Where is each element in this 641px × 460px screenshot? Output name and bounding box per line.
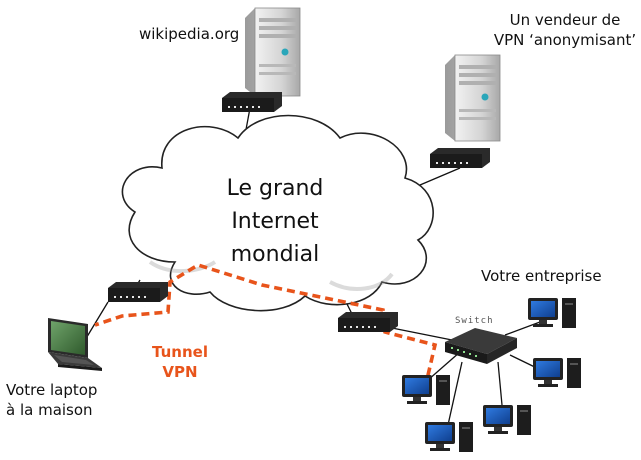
router-icon bbox=[338, 312, 398, 332]
switch-icon bbox=[445, 328, 517, 364]
vpn-vendor-label-line1: Un vendeur de bbox=[509, 11, 621, 29]
wikipedia-label: wikipedia.org bbox=[139, 25, 240, 43]
desktop-computer-icon bbox=[533, 358, 581, 388]
laptop-label: Votre laptop à la maison bbox=[6, 380, 97, 420]
router-icon bbox=[108, 282, 168, 302]
laptop-label-line1: Votre laptop bbox=[6, 381, 98, 399]
vpn-vendor-label-line2: VPN ‘anonymisant’ bbox=[493, 31, 637, 49]
switch-label: Switch bbox=[455, 316, 494, 326]
internet-cloud bbox=[121, 114, 434, 312]
cloud-label-line3: mondial bbox=[230, 242, 320, 267]
laptop-icon bbox=[48, 318, 102, 371]
vpn-tunnel-label: Tunnel VPN bbox=[140, 342, 220, 382]
server-icon bbox=[445, 54, 501, 142]
desktop-computer-icon bbox=[483, 405, 531, 435]
cloud-label-line1: Le grand bbox=[226, 176, 324, 201]
cloud-label-line2: Internet bbox=[231, 209, 319, 234]
laptop-label-line2: à la maison bbox=[6, 401, 93, 419]
vpn-tunnel-label-line1: Tunnel bbox=[152, 343, 208, 361]
vpn-tunnel-path bbox=[94, 263, 438, 389]
desktop-computer-icon bbox=[402, 375, 450, 405]
vpn-tunnel-label-line2: VPN bbox=[162, 363, 198, 381]
router-icon bbox=[430, 148, 490, 168]
vpn-vendor-label: Un vendeur de VPN ‘anonymisant’ bbox=[490, 10, 640, 50]
desktop-computer-icon bbox=[528, 298, 576, 328]
router-icon bbox=[222, 92, 282, 112]
desktop-computer-icon bbox=[425, 422, 473, 452]
cloud-label: Le grand Internet mondial bbox=[190, 172, 360, 271]
server-icon bbox=[245, 7, 301, 97]
enterprise-label: Votre entreprise bbox=[481, 267, 602, 285]
